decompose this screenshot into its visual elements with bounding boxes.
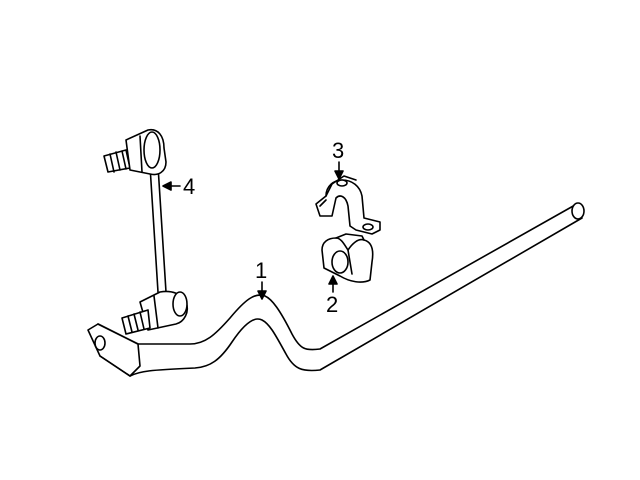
callout-2-label: 2 xyxy=(326,292,338,317)
stabilizer-bar xyxy=(87,202,585,377)
stabilizer-link xyxy=(103,128,189,335)
callout-2: 2 xyxy=(326,275,338,317)
bushing-bracket xyxy=(315,175,381,235)
callout-3-label: 3 xyxy=(332,138,344,163)
callout-4-label: 4 xyxy=(183,174,195,199)
callout-1-label: 1 xyxy=(255,258,267,283)
callout-3: 3 xyxy=(332,138,344,180)
callout-1: 1 xyxy=(255,258,267,300)
bushing xyxy=(321,233,374,283)
callout-4: 4 xyxy=(162,174,195,199)
